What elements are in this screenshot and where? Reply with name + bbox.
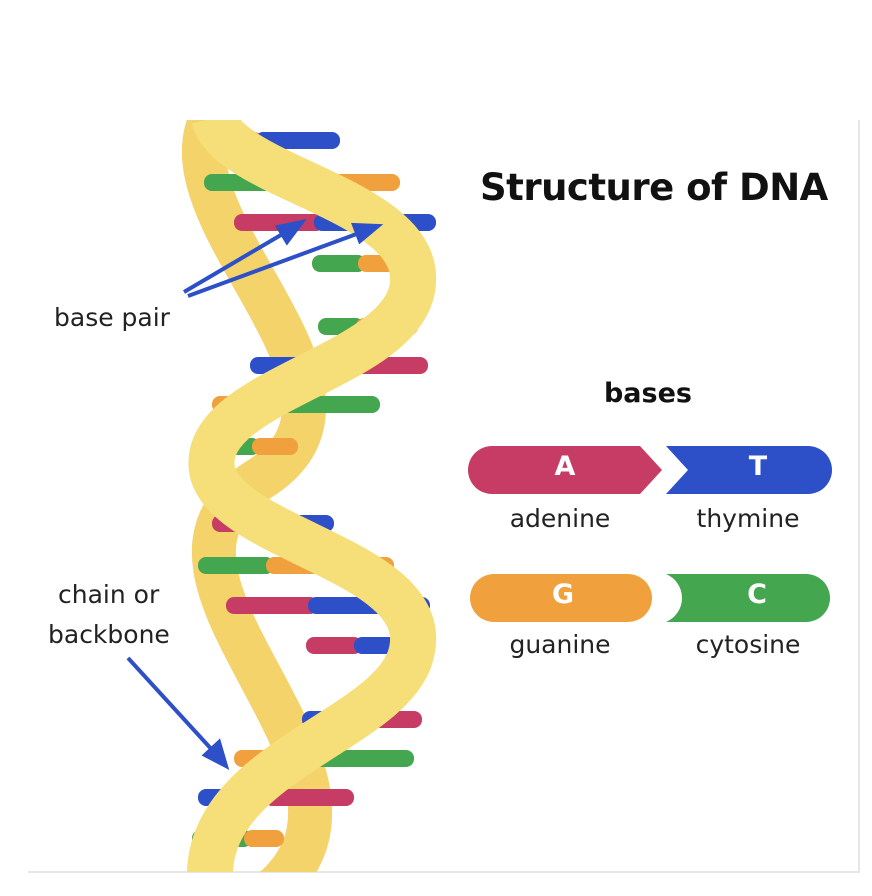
frame-bottom-border: [28, 871, 860, 873]
chain-arrow: [126, 656, 230, 770]
adenine-label: adenine: [509, 504, 611, 533]
base-bar: [226, 597, 318, 614]
frame-right-border: [858, 120, 860, 872]
bases-legend-heading: bases: [603, 378, 692, 409]
base-bar: [312, 255, 366, 272]
base-bar: [234, 214, 324, 231]
cytosine-label: cytosine: [695, 630, 801, 659]
thymine-chip: [666, 446, 832, 494]
adenine-chip: [468, 446, 662, 494]
base-pair-arrows: [182, 218, 384, 298]
thymine-label: thymine: [696, 504, 800, 533]
base-bar: [244, 830, 284, 847]
cytosine-chip: [666, 574, 830, 622]
guanine-label: guanine: [509, 630, 611, 659]
base-bar: [306, 637, 362, 654]
base-pair-label: base pair: [54, 303, 170, 332]
adenine-letter: A: [554, 451, 576, 482]
diagram-title: Structure of DNA: [480, 166, 828, 209]
base-bar: [252, 438, 298, 455]
guanine-letter: G: [551, 579, 575, 610]
guanine-chip: [470, 574, 652, 622]
base-bar: [264, 789, 354, 806]
chain-label-line1: chain or: [58, 580, 160, 609]
thymine-letter: T: [748, 451, 768, 482]
chain-label-line2: backbone: [48, 620, 170, 649]
cytosine-letter: C: [747, 579, 767, 610]
base-bar: [198, 557, 274, 574]
